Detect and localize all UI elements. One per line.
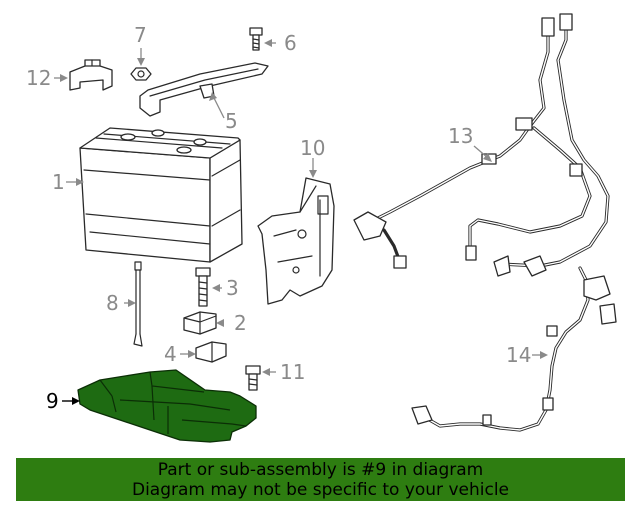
callout-10: 10: [300, 136, 325, 160]
part-11-bolt: [245, 365, 261, 391]
part-7-nut: [130, 67, 152, 81]
part-13-wiring-harness: [353, 13, 610, 277]
callout-6: 6: [284, 31, 297, 55]
callout-14: 14: [506, 343, 531, 367]
part-6-bolt: [249, 27, 263, 51]
part-1-battery: [79, 127, 243, 263]
callout-9[interactable]: 9: [46, 389, 59, 413]
callout-7: 7: [134, 23, 147, 47]
part-3-bolt: [195, 267, 211, 307]
callout-11: 11: [280, 360, 305, 384]
banner-line-1: Part or sub-assembly is #9 in diagram: [157, 459, 484, 480]
part-9-battery-tray[interactable]: [77, 369, 257, 443]
part-5-hold-down-strap: [139, 62, 269, 117]
callout-1: 1: [52, 170, 65, 194]
callout-2: 2: [234, 311, 247, 335]
part-2-clamp: [183, 311, 217, 335]
banner-line-2: Diagram may not be specific to your vehi…: [131, 479, 509, 500]
callout-4: 4: [164, 342, 177, 366]
callout-3: 3: [226, 276, 239, 300]
callout-8: 8: [106, 291, 119, 315]
part-4-clamp: [195, 341, 227, 363]
part-14-cable: [411, 266, 617, 432]
callout-13: 13: [448, 124, 473, 148]
part-12-bracket: [69, 59, 113, 91]
part-info-banner: Part or sub-assembly is #9 in diagram Di…: [16, 458, 625, 501]
callout-12: 12: [26, 66, 51, 90]
callout-5: 5: [225, 109, 238, 133]
leader-lines: [54, 39, 548, 405]
part-10-mounting-bracket: [257, 177, 335, 305]
part-8-hold-down-rod: [133, 261, 143, 347]
